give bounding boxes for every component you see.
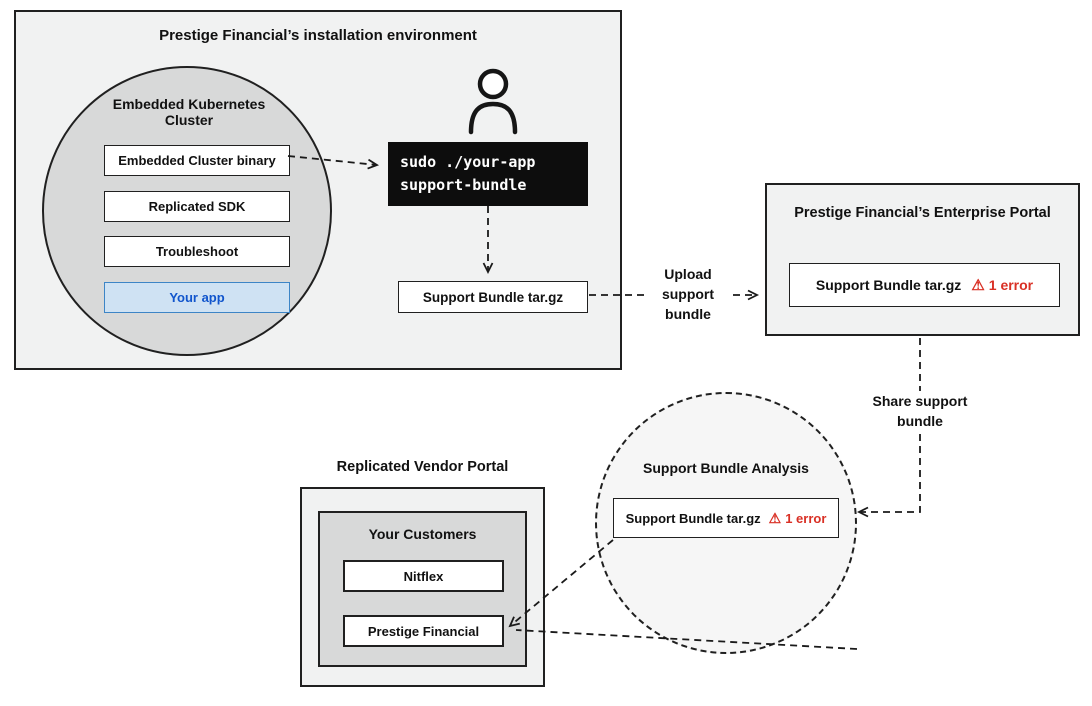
terminal-command-line2: support-bundle bbox=[400, 176, 527, 195]
enterprise-portal-bundle-label: Support Bundle tar.gz bbox=[815, 277, 962, 293]
customer-item-nitflex: Nitflex bbox=[343, 560, 504, 592]
analysis-bundle-label: Support Bundle tar.gz bbox=[625, 510, 761, 526]
warning-icon: ⚠ bbox=[768, 510, 782, 526]
enterprise-portal-error-badge: ⚠1 error bbox=[971, 277, 1033, 293]
vendor-portal-panel: Your Customers Nitflex Prestige Financia… bbox=[300, 487, 545, 687]
cluster-item-embedded-cluster-binary: Embedded Cluster binary bbox=[104, 145, 290, 176]
enterprise-portal-bundle-row: Support Bundle tar.gz ⚠1 error bbox=[789, 263, 1060, 307]
cluster-item-troubleshoot: Troubleshoot bbox=[104, 236, 290, 267]
support-bundle-file-node: Support Bundle tar.gz bbox=[398, 281, 588, 313]
installation-environment-title: Prestige Financial’s installation enviro… bbox=[159, 27, 477, 44]
warning-icon: ⚠ bbox=[971, 276, 985, 294]
terminal-command-line1: sudo ./your-app bbox=[400, 153, 536, 171]
cluster-item-your-app: Your app bbox=[104, 282, 290, 313]
kubernetes-cluster-title: Embedded Kubernetes Cluster bbox=[112, 96, 266, 128]
kubernetes-cluster-circle: Embedded Kubernetes Cluster Embedded Clu… bbox=[42, 66, 332, 356]
cluster-item-replicated-sdk: Replicated SDK bbox=[104, 191, 290, 222]
customer-item-prestige-financial: Prestige Financial bbox=[343, 615, 504, 647]
enterprise-portal-title: Prestige Financial’s Enterprise Portal bbox=[794, 205, 1051, 221]
vendor-portal-title: Replicated Vendor Portal bbox=[336, 459, 509, 475]
your-customers-panel: Your Customers Nitflex Prestige Financia… bbox=[318, 511, 527, 667]
analysis-bundle-row: Support Bundle tar.gz ⚠1 error bbox=[613, 498, 839, 538]
your-customers-title: Your Customers bbox=[368, 526, 477, 542]
analysis-error-label: 1 error bbox=[785, 510, 827, 526]
analysis-error-badge: ⚠1 error bbox=[769, 511, 827, 526]
enterprise-portal-error-label: 1 error bbox=[988, 277, 1034, 293]
installation-environment-panel: Prestige Financial’s installation enviro… bbox=[14, 10, 622, 370]
support-bundle-analysis-circle: Support Bundle Analysis Support Bundle t… bbox=[595, 392, 857, 654]
person-icon bbox=[468, 68, 518, 135]
share-support-bundle-label: Share support bundle bbox=[852, 391, 988, 431]
enterprise-portal-panel: Prestige Financial’s Enterprise Portal S… bbox=[765, 183, 1080, 336]
terminal-command-box: sudo ./your-app support-bundle bbox=[388, 142, 588, 206]
support-bundle-analysis-title: Support Bundle Analysis bbox=[643, 460, 809, 476]
upload-support-bundle-label: Upload support bundle bbox=[645, 264, 731, 324]
